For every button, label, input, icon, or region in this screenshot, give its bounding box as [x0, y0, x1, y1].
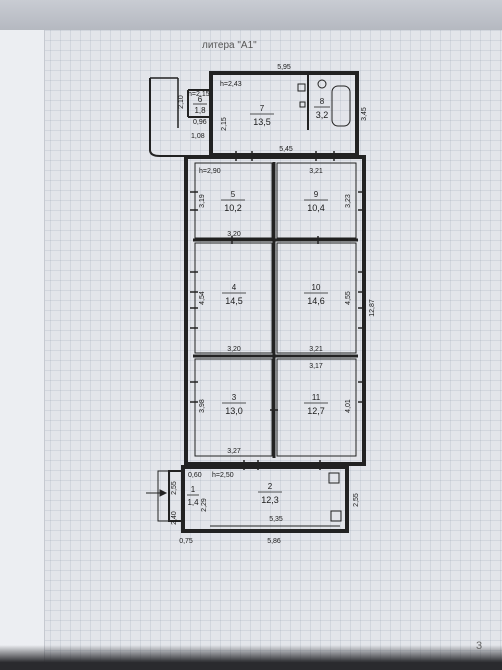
svg-text:5: 5: [231, 190, 236, 199]
height-label: h=2,43: [220, 81, 242, 88]
dim-label: 3,21: [309, 346, 323, 353]
svg-text:6: 6: [198, 95, 203, 104]
toilet-icon: [317, 79, 327, 89]
svg-text:1,4: 1,4: [187, 498, 199, 507]
paper-sheet-edge: [0, 30, 45, 670]
dim-label: 0,75: [179, 538, 193, 545]
room-4: 4 14,5: [222, 283, 246, 306]
room3-outline: [194, 358, 273, 457]
room10-outline: [276, 242, 357, 354]
dim-label: 3,21: [309, 168, 323, 175]
svg-text:12,3: 12,3: [261, 495, 279, 505]
dim-label: 2,55: [171, 481, 178, 495]
svg-text:14,6: 14,6: [307, 296, 325, 306]
dim-label: 5,35: [269, 516, 283, 523]
dim-label: 12,87: [369, 299, 376, 317]
height-label: h=2,15: [188, 91, 210, 98]
dim-label: 3,20: [227, 231, 241, 238]
heater-icon: [299, 101, 306, 108]
room-1: 1 1,4: [187, 485, 199, 507]
svg-text:11: 11: [312, 393, 321, 402]
dim-label: 4,01: [345, 399, 352, 413]
svg-text:14,5: 14,5: [225, 296, 243, 306]
litera-header: литера "А1": [202, 40, 257, 51]
dim-label: 4,55: [345, 291, 352, 305]
dim-label: 3,17: [309, 363, 323, 370]
room-11: 11 12,7: [304, 393, 328, 416]
porch-bottom: [157, 470, 170, 522]
dim-label: 4,54: [199, 291, 206, 305]
fixture-icon: [330, 510, 342, 522]
svg-text:1: 1: [191, 485, 196, 494]
sink-icon: [297, 83, 306, 92]
room-9: 9 10,4: [304, 190, 328, 213]
dim-label: 0,60: [188, 472, 202, 479]
dim-label: 5,95: [277, 64, 291, 71]
room11-outline: [276, 358, 357, 457]
room9-outline: [276, 162, 357, 239]
svg-text:13,0: 13,0: [225, 406, 243, 416]
svg-text:12,7: 12,7: [307, 406, 325, 416]
dim-label: 2,55: [353, 493, 360, 507]
svg-text:7: 7: [260, 104, 265, 113]
room-2: 2 12,3: [258, 482, 282, 505]
dim-label: 3,20: [227, 346, 241, 353]
dim-label: 3,98: [199, 399, 206, 413]
svg-text:9: 9: [314, 190, 319, 199]
svg-text:10,4: 10,4: [307, 203, 325, 213]
dim-label: 3,27: [227, 448, 241, 455]
page-number: 3: [476, 640, 483, 652]
paper-sheet: [0, 30, 502, 670]
dim-label: 3,19: [199, 194, 206, 208]
dim-label: 2,15: [221, 117, 228, 131]
svg-text:8: 8: [320, 97, 325, 106]
dim-label: 5,86: [267, 538, 281, 545]
svg-text:2: 2: [268, 482, 273, 491]
stove-icon: [328, 472, 340, 484]
svg-text:10: 10: [312, 283, 321, 292]
svg-text:3,2: 3,2: [316, 110, 329, 120]
height-label: h=2,90: [199, 168, 221, 175]
bottom-shadow: [0, 645, 502, 670]
room-5: 5 10,2: [221, 190, 245, 213]
porch-outline: [149, 78, 192, 157]
dim-label: 1,08: [191, 133, 205, 140]
dim-label: 3,45: [361, 107, 368, 121]
room-7: 7 13,5: [250, 104, 274, 127]
room5-outline: [194, 162, 273, 239]
height-label: h=2,50: [212, 472, 234, 479]
room-labels: 1 1,4 2 12,3 3 13,0 4 14,5 5 10,2 6 1,8: [187, 95, 330, 507]
dimension-labels: 5,95 2,10 2,15 0,96 1,08 3,45 5,45 3,21 …: [171, 64, 376, 545]
svg-text:1,8: 1,8: [194, 106, 206, 115]
svg-text:13,5: 13,5: [253, 117, 271, 127]
dim-label: 2,40: [171, 511, 178, 525]
dim-label: 2,10: [178, 95, 185, 109]
room4-outline: [194, 242, 273, 354]
wall-main: [184, 155, 366, 466]
dim-label: 3,23: [345, 194, 352, 208]
dim-label: 0,96: [193, 119, 207, 126]
svg-text:3: 3: [232, 393, 237, 402]
svg-text:4: 4: [232, 283, 237, 292]
room-8: 8 3,2: [314, 97, 330, 120]
bathtub-icon: [331, 85, 351, 127]
dim-label: 5,45: [279, 146, 293, 153]
room-6: 6 1,8: [193, 95, 207, 115]
height-labels: h=2,15 h=2,43 h=2,90 h=2,50: [188, 81, 242, 479]
dim-label: 2,29: [201, 498, 208, 512]
room-10: 10 14,6: [304, 283, 328, 306]
svg-text:10,2: 10,2: [224, 203, 242, 213]
room-3: 3 13,0: [222, 393, 246, 416]
